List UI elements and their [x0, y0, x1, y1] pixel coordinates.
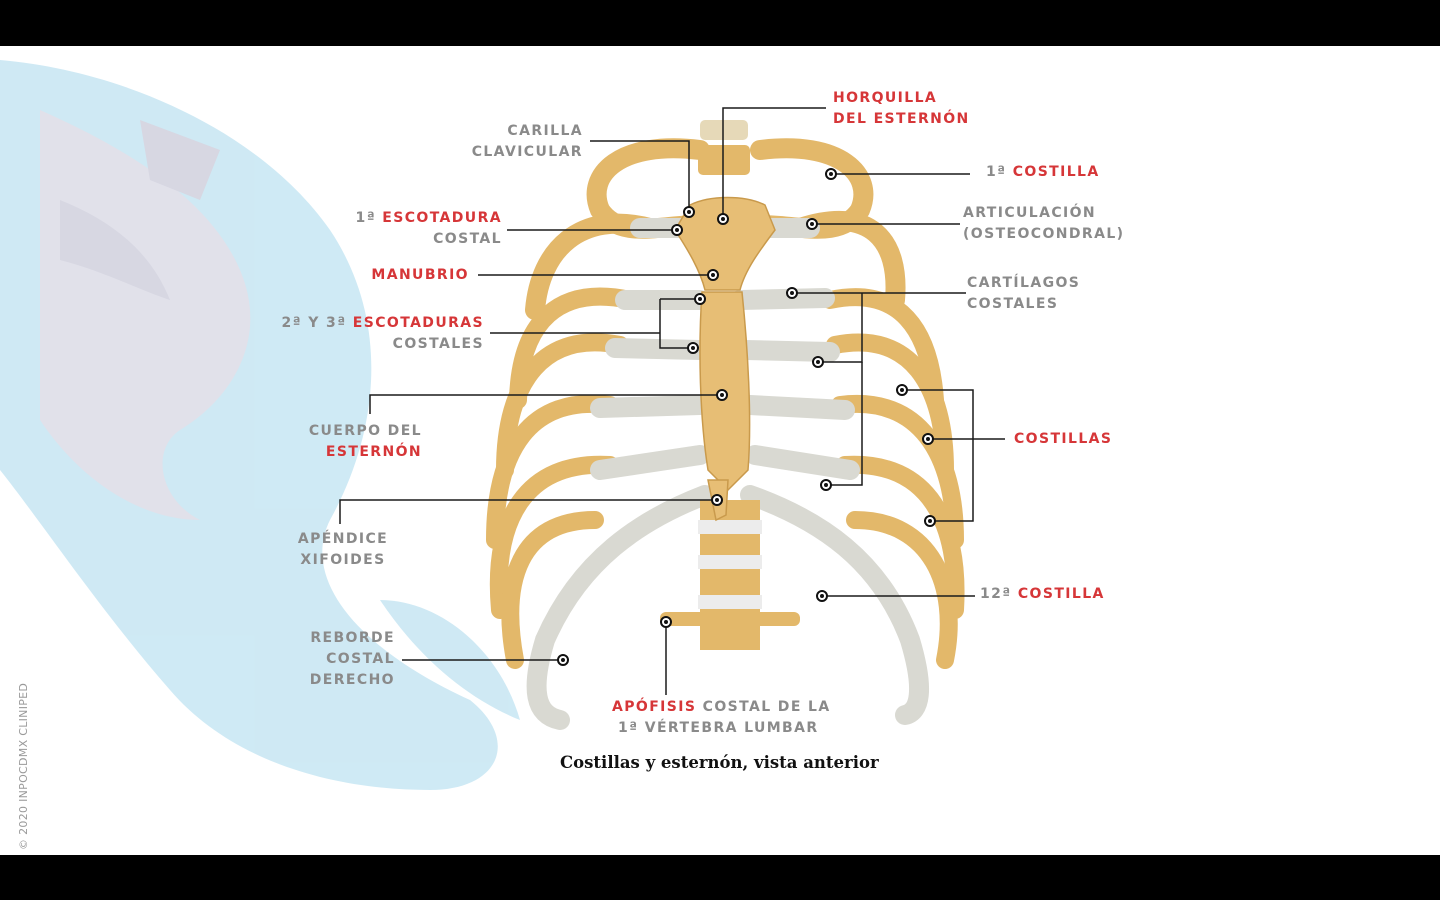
- label-line: DERECHO: [309, 672, 395, 688]
- label-prefix: 12ª: [980, 586, 1012, 602]
- label-cuerpo-esternon: CUERPO DEL ESTERNÓN: [300, 421, 422, 463]
- label-name: COSTILLA: [1012, 164, 1100, 180]
- bottom-letterbox-bar: [0, 855, 1440, 900]
- label-name: ESCOTADURA: [382, 210, 502, 226]
- label-costillas: COSTILLAS: [1014, 429, 1112, 450]
- label-costilla-12: 12ª COSTILLA: [980, 584, 1105, 605]
- label-name: APÓFISIS: [612, 699, 697, 715]
- label-line: MANUBRIO: [371, 267, 469, 283]
- label-line: CLAVICULAR: [471, 144, 583, 160]
- label-line: (OSTEOCONDRAL): [963, 226, 1125, 242]
- label-line: CUERPO DEL: [308, 423, 422, 439]
- copyright-text: © 2020 INPOCDMX CLINIPED: [17, 682, 30, 850]
- label-prefix: 1ª: [986, 164, 1007, 180]
- top-letterbox-bar: [0, 0, 1440, 46]
- label-escotaduras-2-3: 2ª Y 3ª ESCOTADURAS COSTALES: [270, 313, 484, 355]
- label-line: ESTERNÓN: [325, 444, 422, 460]
- spine: [660, 120, 800, 650]
- label-articulacion: ARTICULACIÓN (OSTEOCONDRAL): [963, 203, 1124, 245]
- label-line: APÉNDICE: [297, 531, 389, 547]
- label-escotadura-costal: 1ª ESCOTADURA COSTAL: [340, 208, 502, 250]
- label-line: COSTALES: [967, 296, 1059, 312]
- label-line: CARILLA: [507, 123, 583, 139]
- watermark-logo: [0, 60, 520, 790]
- label-horquilla-esternon: HORQUILLA DEL ESTERNÓN: [833, 88, 970, 130]
- figure-caption: Costillas y esternón, vista anterior: [560, 753, 879, 772]
- label-line: DEL ESTERNÓN: [833, 111, 970, 127]
- label-name: COSTILLA: [1017, 586, 1105, 602]
- label-line: XIFOIDES: [300, 552, 386, 568]
- label-prefix: 2ª Y 3ª: [281, 315, 347, 331]
- label-line: COSTILLAS: [1014, 431, 1113, 447]
- label-line: CARTÍLAGOS: [967, 275, 1081, 291]
- label-line: HORQUILLA: [833, 90, 938, 106]
- label-line: REBORDE: [310, 630, 395, 646]
- label-rest: COSTAL DE LA: [702, 699, 831, 715]
- label-prefix: 1ª: [355, 210, 376, 226]
- label-manubrio: MANUBRIO: [360, 265, 469, 286]
- label-name: ESCOTADURAS: [352, 315, 484, 331]
- label-line: ARTICULACIÓN: [963, 205, 1097, 221]
- label-line: COSTAL: [433, 231, 502, 247]
- label-primera-costilla: 1ª COSTILLA: [986, 162, 1100, 183]
- label-apofisis-costal: APÓFISIS COSTAL DE LA 1ª VÉRTEBRA LUMBAR: [612, 697, 831, 739]
- label-reborde-costal: REBORDE COSTAL DERECHO: [300, 628, 395, 691]
- label-line: 1ª VÉRTEBRA LUMBAR: [618, 720, 819, 736]
- label-carilla-clavicular: CARILLA CLAVICULAR: [440, 121, 583, 163]
- leader-lines: [339, 107, 1005, 695]
- label-line: COSTAL: [326, 651, 395, 667]
- label-line: COSTALES: [392, 336, 484, 352]
- label-cartilagos-costales: CARTÍLAGOS COSTALES: [967, 273, 1080, 315]
- label-apendice-xifoides: APÉNDICE XIFOIDES: [290, 529, 396, 571]
